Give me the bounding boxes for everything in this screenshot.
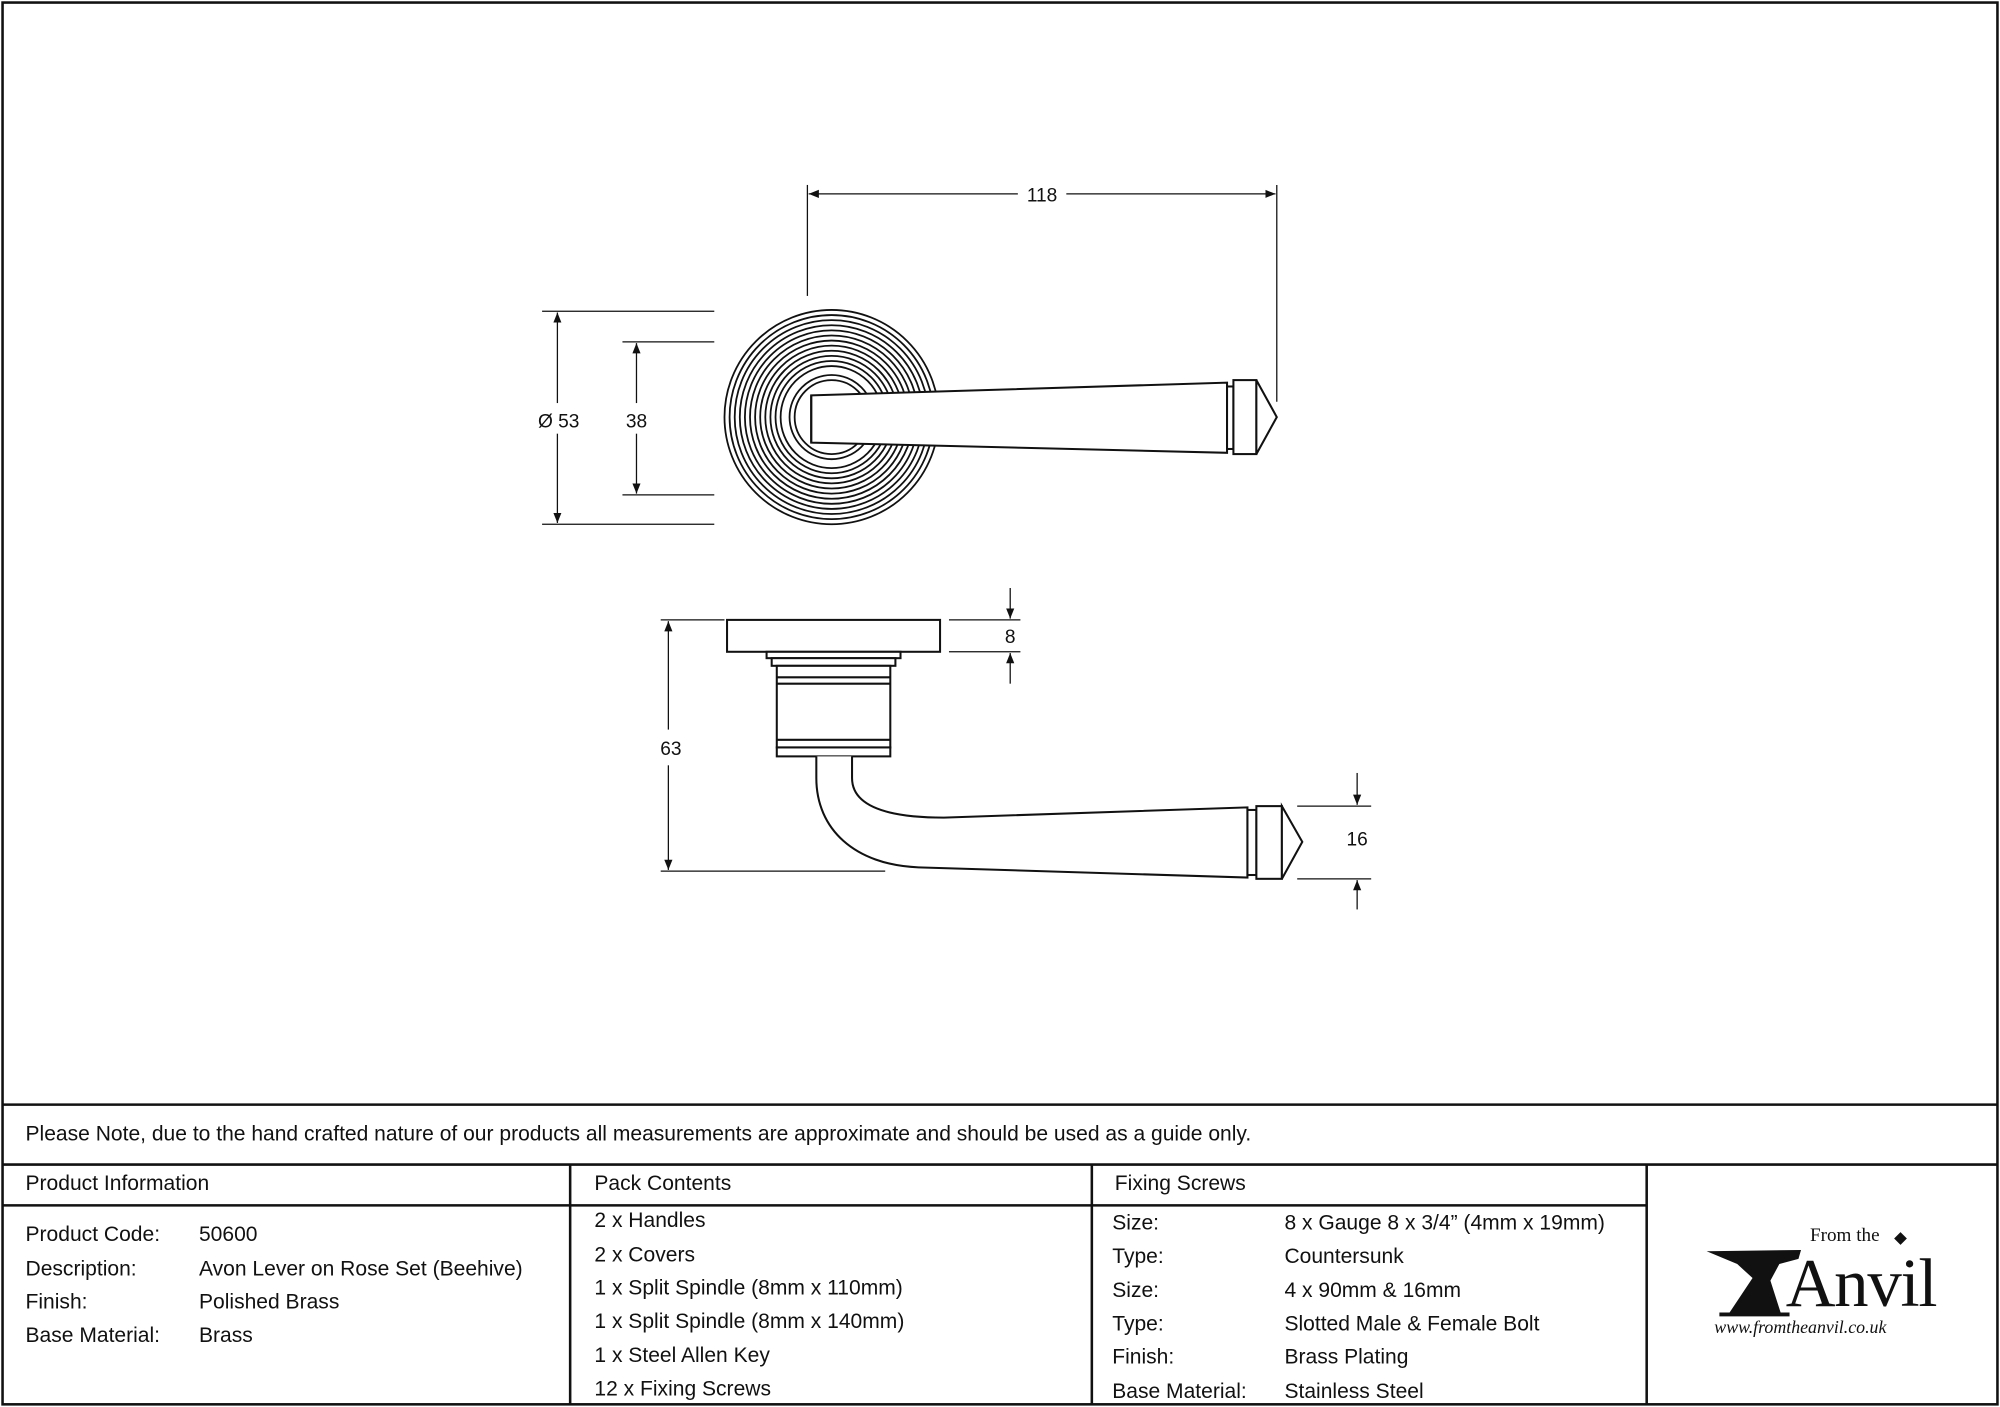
fixing-value: Slotted Male & Female Bolt	[1284, 1312, 1540, 1336]
product-code-label: Product Code:	[25, 1223, 161, 1247]
fixing-value: Countersunk	[1284, 1244, 1404, 1268]
fixing-label: Type:	[1112, 1312, 1164, 1336]
product-code-value: 50600	[198, 1223, 258, 1247]
product-info-heading: Product Information	[25, 1172, 210, 1196]
base-material-label: Base Material:	[25, 1323, 161, 1347]
pack-item: 2 x Covers	[594, 1243, 695, 1267]
dim-width-label: 118	[1027, 186, 1058, 207]
front-view-lever	[810, 379, 1278, 456]
finish-label: Finish:	[25, 1290, 88, 1314]
pack-item: 1 x Split Spindle (8mm x 140mm)	[594, 1309, 905, 1333]
pack-item: 1 x Split Spindle (8mm x 110mm)	[594, 1276, 903, 1300]
pack-item: 1 x Steel Allen Key	[594, 1344, 770, 1368]
description-value: Avon Lever on Rose Set (Beehive)	[198, 1257, 523, 1281]
logo-url: www.fromtheanvil.co.uk	[1714, 1318, 1887, 1339]
dim-inner-label: 38	[626, 411, 647, 432]
finish-value: Polished Brass	[198, 1290, 340, 1314]
description-label: Description:	[25, 1257, 137, 1281]
dim-rose-thickness-label: 8	[1005, 627, 1016, 648]
fixing-screws-heading: Fixing Screws	[1114, 1172, 1246, 1196]
pack-item: 12 x Fixing Screws	[594, 1377, 772, 1401]
logo-name: Anvil	[1785, 1244, 1938, 1322]
fixing-label: Size:	[1112, 1211, 1160, 1235]
front-dimensions	[542, 184, 1278, 525]
dim-grip-label: 16	[1347, 830, 1368, 851]
side-dimensions	[660, 588, 1372, 910]
measurement-note: Please Note, due to the hand crafted nat…	[25, 1122, 1252, 1146]
logo-from-the: From the	[1809, 1225, 1880, 1247]
fixing-value: 8 x Gauge 8 x 3/4” (4mm x 19mm)	[1284, 1211, 1605, 1235]
fixing-label: Size:	[1112, 1279, 1160, 1303]
fixing-value: Brass Plating	[1284, 1345, 1409, 1369]
fixing-value: Stainless Steel	[1284, 1380, 1424, 1404]
fixing-label: Finish:	[1112, 1345, 1175, 1369]
side-view	[726, 618, 1304, 880]
dim-projection-label: 63	[660, 739, 681, 760]
pack-contents-heading: Pack Contents	[594, 1172, 732, 1196]
pack-item: 2 x Handles	[594, 1209, 706, 1233]
fixing-label: Base Material:	[1112, 1380, 1247, 1404]
fixing-value: 4 x 90mm & 16mm	[1284, 1279, 1462, 1303]
base-material-value: Brass	[198, 1323, 253, 1347]
fixing-label: Type:	[1112, 1244, 1164, 1268]
dim-rose-diameter-label: Ø 53	[538, 411, 579, 432]
